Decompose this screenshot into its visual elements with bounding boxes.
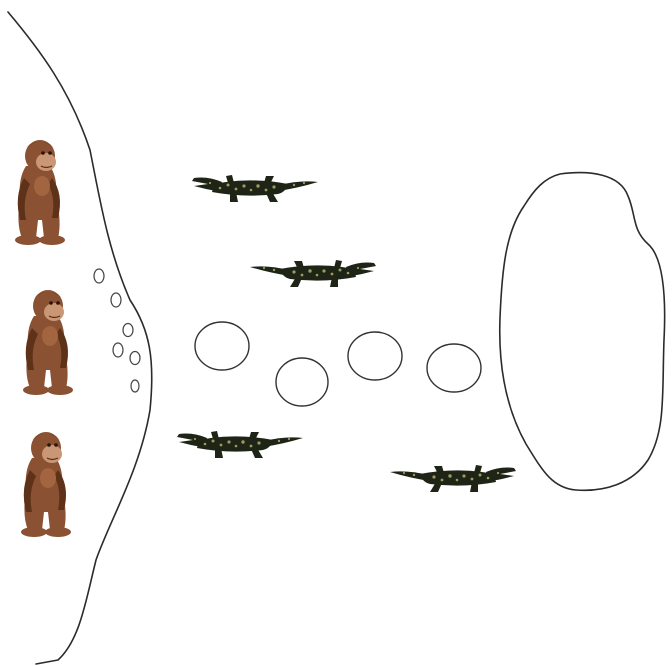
crocodiles <box>177 175 516 492</box>
stepping-stone[interactable] <box>276 358 328 406</box>
island-outline[interactable] <box>500 173 665 491</box>
stepping-stone[interactable] <box>195 322 249 370</box>
ape[interactable] <box>21 432 71 537</box>
pebble <box>131 380 139 392</box>
ape[interactable] <box>15 140 65 245</box>
apes <box>15 140 73 537</box>
pebbles-left-bank <box>94 269 140 392</box>
stepping-stones <box>195 322 481 406</box>
pebble <box>111 293 121 307</box>
stepping-stone[interactable] <box>348 332 402 380</box>
pebble <box>123 324 133 337</box>
pebble <box>94 269 104 283</box>
crocodile[interactable] <box>390 465 516 492</box>
crocodile[interactable] <box>250 260 376 287</box>
pebble <box>113 343 123 357</box>
ape[interactable] <box>23 290 73 395</box>
stepping-stone[interactable] <box>427 344 481 392</box>
crocodile[interactable] <box>177 431 303 458</box>
pebble <box>130 352 140 365</box>
crocodile[interactable] <box>192 175 318 202</box>
